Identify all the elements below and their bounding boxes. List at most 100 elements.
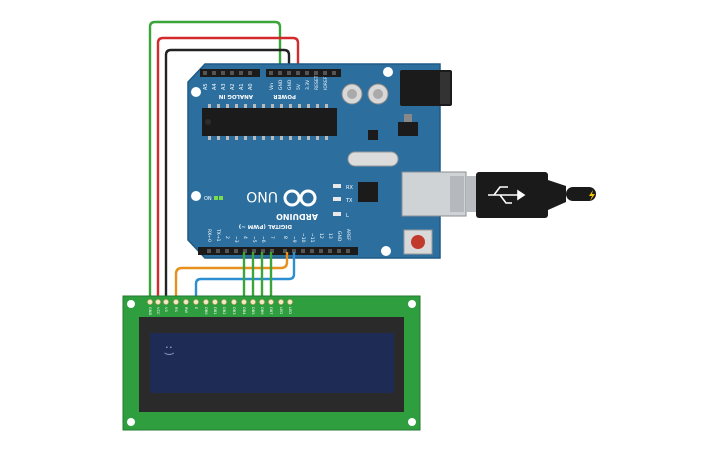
atmega-chip	[202, 108, 337, 136]
rx-label: RX	[346, 185, 353, 191]
pin-label: RW	[184, 307, 188, 313]
digital-header-label: DIGITAL (PWM ~)	[238, 223, 292, 229]
pin-label: A4	[212, 83, 218, 90]
capacitor	[347, 89, 357, 99]
pin-label: A0	[248, 83, 254, 90]
pin-label: ~9	[291, 236, 297, 243]
tx-label: TX	[345, 198, 353, 204]
pin-label: RESET	[314, 75, 320, 90]
wire-orange-rs[interactable]	[174, 252, 289, 300]
lightning-icon	[589, 190, 595, 201]
pin-label: DB0	[204, 307, 208, 315]
header-pins-top	[203, 71, 336, 75]
usb-cable-sheath	[566, 187, 596, 201]
capacitor	[373, 89, 383, 99]
lcd-pin-pads	[147, 299, 293, 305]
mounting-hole	[383, 67, 393, 77]
pin-label: 12	[318, 233, 324, 239]
pin-label: DB3	[232, 307, 236, 315]
pin-label: GND	[336, 231, 342, 242]
analog-header-label: ANALOG IN	[218, 93, 253, 99]
pin-label: 3.3V	[305, 79, 311, 90]
pin-label: A3	[221, 83, 227, 90]
brand-label: ARDUINO	[276, 212, 318, 221]
pin-label: GND	[148, 307, 152, 315]
pin-label: Vin	[269, 83, 275, 90]
voltage-regulator	[398, 122, 418, 136]
pin-label: ~11	[309, 233, 315, 243]
analog-pin-labels: A5 A4 A3 A2 A1 A0	[203, 83, 254, 90]
dc-power-jack[interactable]	[400, 70, 452, 106]
usb-chip	[358, 182, 378, 202]
mounting-hole	[408, 418, 416, 426]
pin-label: 7	[269, 236, 275, 239]
model-label: UNO	[246, 188, 278, 204]
small-ic	[368, 130, 378, 140]
header-pins-digital	[207, 249, 350, 253]
regulator-tab	[404, 114, 412, 122]
lcd-16x2-module[interactable]: GND VCC V0 RS RW E DB0 DB1 DB2 DB3 DB4 D…	[122, 295, 421, 431]
mounting-hole	[381, 246, 391, 256]
pin-label: ~10	[300, 233, 306, 243]
pin-label: 13	[327, 233, 333, 239]
pin-label: ~6	[260, 236, 266, 243]
digital-header	[198, 247, 358, 255]
pin-label: DB2	[222, 307, 226, 315]
crystal-oscillator	[347, 151, 399, 167]
power-pin-labels: Vin GND GND 5V 3.3V RESET IOREF	[269, 75, 329, 90]
usb-cable[interactable]	[466, 172, 596, 218]
pin-label: DB6	[260, 307, 264, 315]
arduino-logo: ARDUINO UNO	[246, 188, 318, 221]
wire-red-5v[interactable]	[156, 36, 300, 300]
pin-label: GND	[278, 79, 284, 90]
pin-label: LED	[288, 307, 292, 314]
pin-label: RX←0	[206, 229, 212, 242]
wire-green-vcc[interactable]	[148, 20, 282, 300]
pin-label: 4	[242, 236, 248, 239]
pin-label: 5V	[296, 83, 302, 90]
pin-label: E	[194, 307, 198, 310]
led-tx	[333, 197, 341, 201]
power-header-label: POWER	[272, 93, 296, 99]
wire-black-gnd[interactable]	[164, 48, 291, 300]
pin-label: A5	[203, 83, 209, 90]
usb-plug-metal	[466, 176, 478, 212]
reset-button[interactable]	[411, 235, 425, 249]
pin-label: GND	[287, 79, 293, 90]
chip-notch	[205, 119, 211, 125]
lcd-screen	[150, 333, 394, 393]
pin-label: DB1	[213, 307, 217, 315]
pin-label: LED	[279, 307, 283, 314]
pin-label: DB5	[251, 307, 255, 315]
pin-label: DB7	[269, 307, 273, 315]
mounting-hole	[127, 418, 135, 426]
pin-label: A1	[239, 83, 245, 90]
mounting-hole	[127, 300, 135, 308]
pin-label: 8	[282, 236, 288, 239]
l-label: L	[346, 213, 349, 219]
pin-label: RS	[174, 307, 178, 312]
dc-jack-face	[440, 72, 450, 104]
lcd-display-text: :)	[163, 344, 176, 357]
pin-label: V0	[164, 307, 168, 312]
arduino-uno-board[interactable]: A5 A4 A3 A2 A1 A0 ANALOG IN Vin GND GND …	[187, 63, 467, 259]
power-header	[266, 69, 341, 77]
pin-label: TX→1	[215, 228, 221, 242]
pin-label: DB4	[242, 307, 246, 315]
mounting-hole	[191, 87, 201, 97]
led-on	[214, 196, 218, 200]
lcd-pin-labels: GND VCC V0 RS RW E DB0 DB1 DB2 DB3 DB4 D…	[148, 307, 292, 315]
wires-power	[148, 20, 300, 300]
pin-label: AREF	[345, 229, 351, 241]
pin-label: A2	[230, 83, 236, 90]
mounting-hole	[408, 300, 416, 308]
usb-plug-strain	[548, 180, 566, 210]
pin-label: ~3	[233, 236, 239, 243]
usb-b-inner	[450, 176, 464, 212]
led-l	[333, 212, 341, 216]
infinity-logo-icon	[283, 189, 317, 207]
mounting-hole	[191, 191, 201, 201]
led-rx	[333, 184, 341, 188]
led-on-2	[219, 196, 223, 200]
